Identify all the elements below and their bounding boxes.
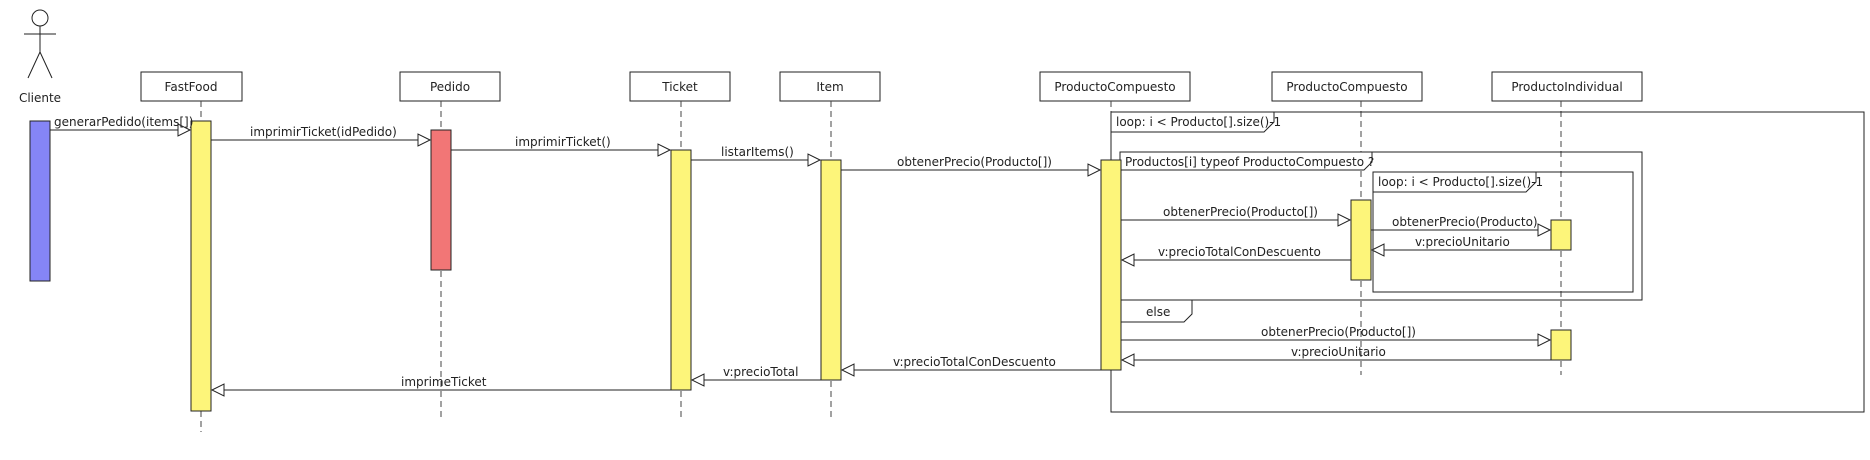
activation-productocompuesto-1 [1100,159,1122,371]
frame-label: Productos[i] typeof ProductoCompuesto ? [1125,155,1374,169]
return-precio-unitario-2: v:precioUnitario [1120,345,1551,367]
return-precio-total-con-descuento-2: v:precioTotalConDescuento [840,355,1101,377]
activation-ticket [670,149,692,391]
return-imprime-ticket: imprimeTicket [210,375,671,397]
message-label: imprimeTicket [401,375,487,389]
message-label: obtenerPrecio(Producto[]) [1163,205,1318,219]
loop-frame-inner: loop: i < Producto[].size()-1 [1372,171,1634,293]
message-obtener-precio-3: obtenerPrecio(Producto[]) [1121,325,1552,347]
participant-ticket[interactable]: Ticket [629,71,731,102]
participant-productocompuesto-1[interactable]: ProductoCompuesto [1039,71,1191,102]
message-label: imprimirTicket() [515,135,611,149]
activation-cliente [29,120,51,282]
message-generar-pedido: generarPedido(items[]) [50,115,193,137]
frame-label: loop: i < Producto[].size()-1 [1116,115,1281,129]
participant-label: FastFood [165,80,218,94]
actor-cliente: Cliente [19,9,61,105]
else-label: else [1146,305,1170,319]
message-label: obtenerPrecio(Producto[]) [897,155,1052,169]
message-label: imprimirTicket(idPedido) [250,125,397,139]
return-precio-unitario-1: v:precioUnitario [1370,235,1551,257]
message-imprimir-ticket-idpedido: imprimirTicket(idPedido) [211,125,432,147]
return-precio-total-con-descuento-1: v:precioTotalConDescuento [1120,245,1351,267]
message-label: v:precioTotalConDescuento [893,355,1056,369]
message-imprimir-ticket: imprimirTicket() [451,135,672,157]
participant-label: ProductoCompuesto [1286,80,1407,94]
message-label: obtenerPrecio(Producto[]) [1261,325,1416,339]
message-label: obtenerPrecio(Producto) [1392,215,1538,229]
message-label: v:precioUnitario [1291,345,1386,359]
actor-right-leg [39,51,53,79]
actor-left-leg [27,51,41,79]
message-label: listarItems() [721,145,794,159]
participant-pedido[interactable]: Pedido [399,71,501,102]
message-label: generarPedido(items[]) [54,115,193,129]
participant-item[interactable]: Item [779,71,881,102]
participant-label: Item [816,80,843,94]
activation-productoindividual-2 [1550,329,1572,361]
message-obtener-precio-producto: obtenerPrecio(Producto) [1371,215,1552,237]
actor-head-icon [31,9,49,27]
activation-pedido [430,129,452,271]
activation-fastfood [190,120,212,412]
message-obtener-precio-1: obtenerPrecio(Producto[]) [841,155,1102,177]
message-label: v:precioTotalConDescuento [1158,245,1321,259]
participant-label: Pedido [430,80,470,94]
message-label: v:precioUnitario [1415,235,1510,249]
activation-item [820,159,842,381]
participant-productoindividual[interactable]: ProductoIndividual [1491,71,1643,102]
activation-productoindividual-1 [1550,219,1572,251]
message-obtener-precio-2: obtenerPrecio(Producto[]) [1121,205,1352,227]
participant-label: Ticket [661,80,698,94]
frame-label: loop: i < Producto[].size()-1 [1378,175,1543,189]
participant-label: ProductoCompuesto [1054,80,1175,94]
participant-label: ProductoIndividual [1511,80,1622,94]
alt-frame: Productos[i] typeof ProductoCompuesto ? … [1119,151,1643,323]
participant-productocompuesto-2[interactable]: ProductoCompuesto [1271,71,1423,102]
actor-label: Cliente [19,91,61,105]
participant-fastfood[interactable]: FastFood [140,71,243,102]
activation-productocompuesto-2 [1350,199,1372,281]
message-listar-items: listarItems() [691,145,822,167]
message-label: v:precioTotal [723,365,798,379]
return-precio-total: v:precioTotal [690,365,821,387]
